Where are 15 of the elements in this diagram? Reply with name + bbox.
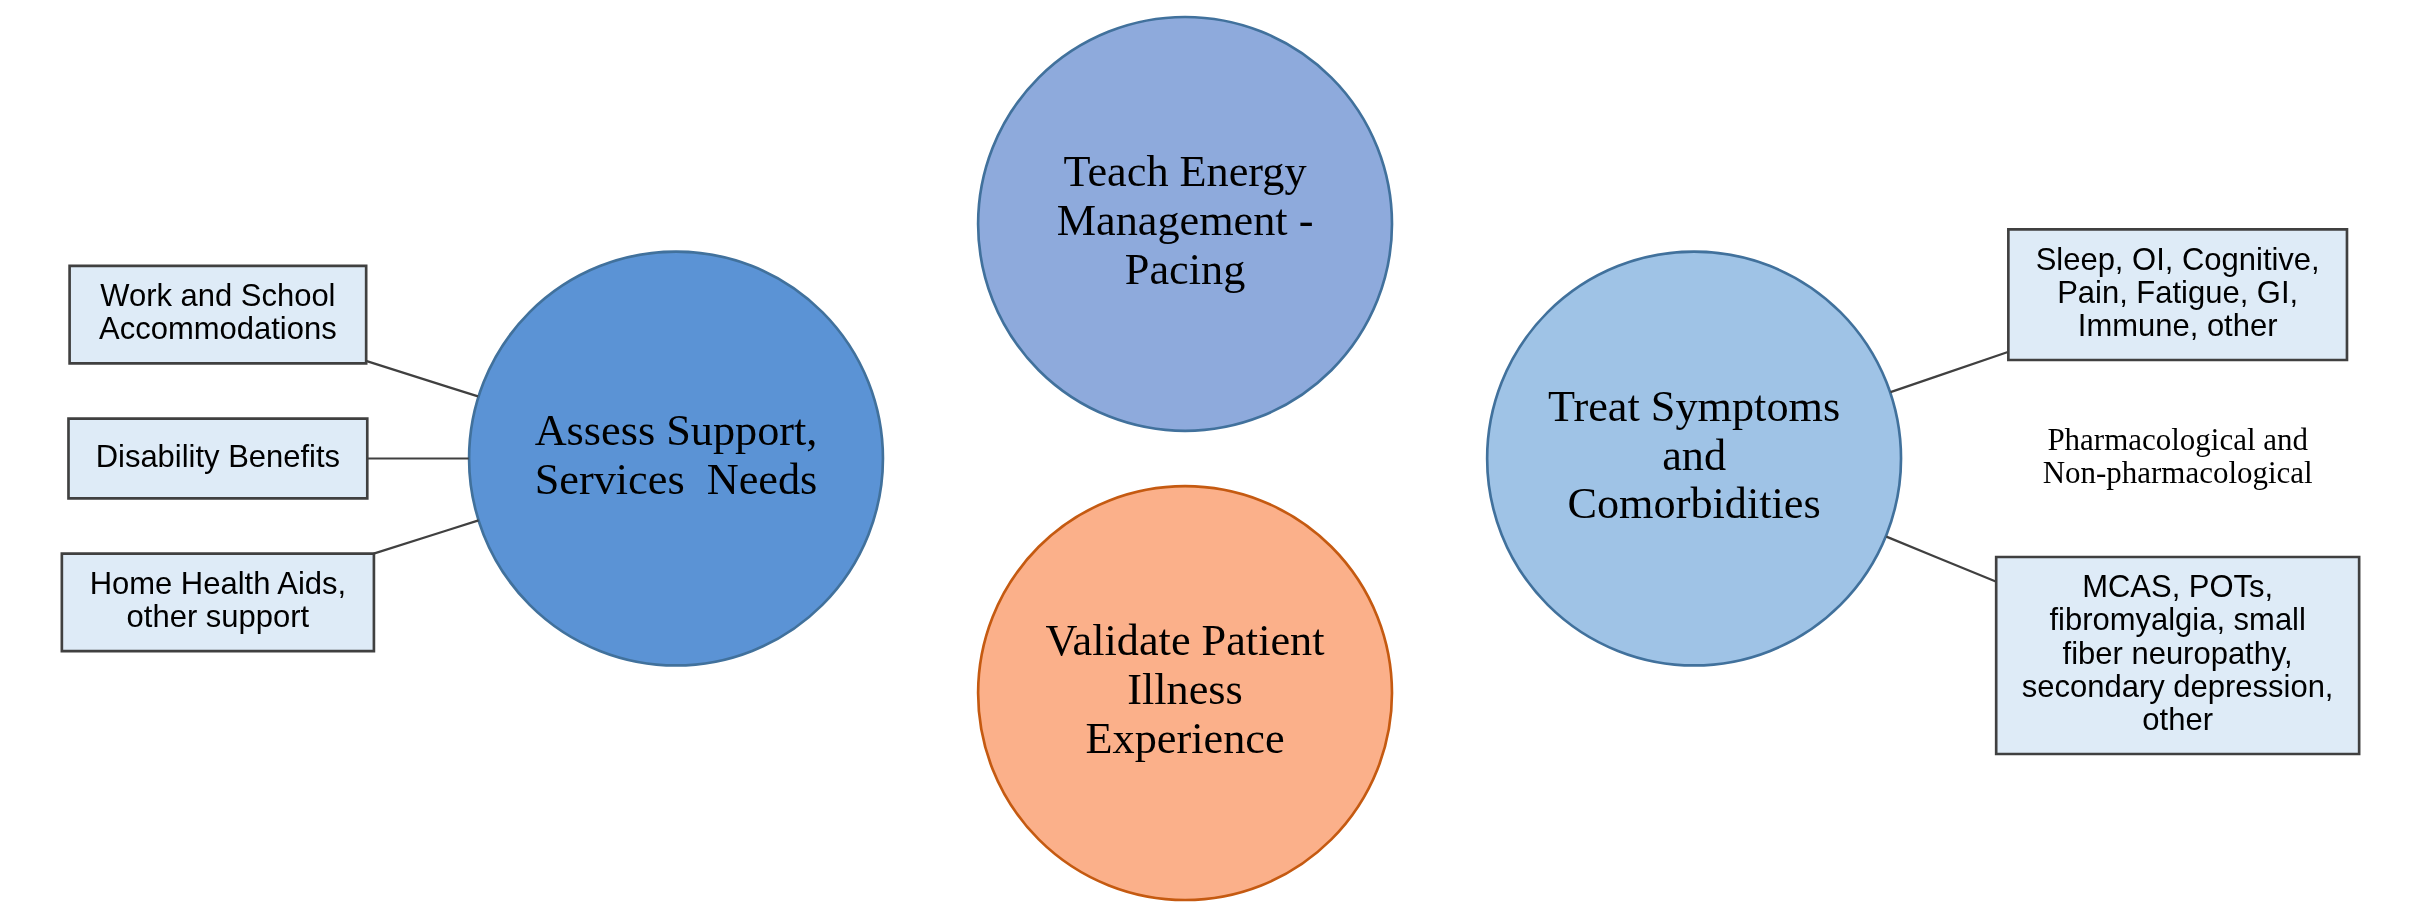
node-circle: Assess Support, Services Needs bbox=[467, 250, 884, 667]
connector bbox=[1885, 535, 1996, 583]
connector bbox=[372, 519, 479, 555]
node-box: Sleep, OI, Cognitive, Pain, Fatigue, GI, Immune, other bbox=[2006, 228, 2348, 362]
node-box: Work and School Accommodations bbox=[67, 264, 367, 365]
node-box: MCAS, POTs, fibromyalgia, small fiber neuropathy, secondary depression, other bbox=[1994, 555, 2360, 756]
connector bbox=[1889, 350, 2008, 394]
node-circle: Validate Patient Illness Experience bbox=[976, 484, 1393, 902]
connector bbox=[365, 360, 478, 398]
label: Pharmacological and Non-pharmacological bbox=[2042, 422, 2313, 491]
node-box: Disability Benefits bbox=[66, 417, 369, 500]
node-circle: Treat Symptoms and Comorbidities bbox=[1485, 250, 1902, 667]
connector bbox=[366, 457, 469, 460]
node-box: Home Health Aids, other support bbox=[60, 552, 375, 653]
node-circle: Teach Energy Management - Pacing bbox=[976, 15, 1393, 433]
